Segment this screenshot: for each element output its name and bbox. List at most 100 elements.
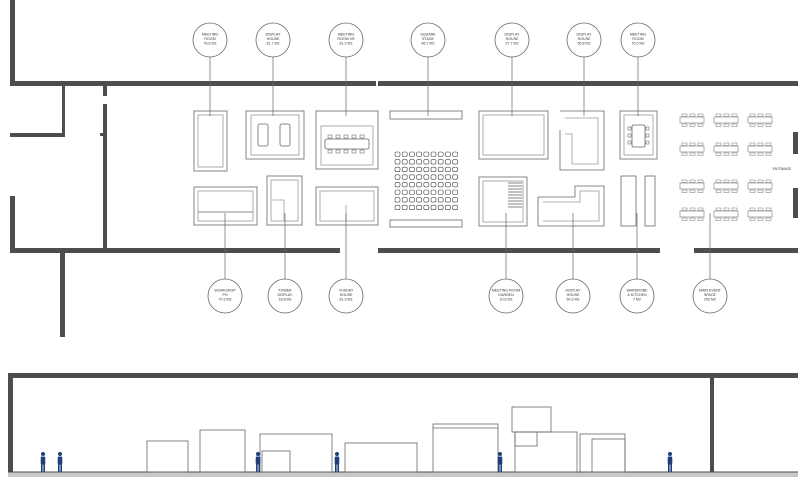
vr-room-chairs (327, 134, 365, 154)
audience-seat (416, 189, 422, 195)
audience-seat (430, 189, 437, 195)
label-circle (620, 22, 656, 58)
event-table (747, 207, 773, 221)
audience-seat (394, 197, 401, 203)
audience-seat (437, 197, 444, 203)
event-table (679, 179, 705, 193)
label-text: ROOM VR (337, 37, 355, 41)
audience-seat (452, 166, 458, 172)
audience-seat (401, 182, 408, 188)
audience-seat (394, 151, 401, 157)
audience-seat (437, 159, 444, 165)
audience-seat (401, 204, 408, 210)
audience-seat (423, 166, 430, 172)
label-text: 60.3 M2 (567, 298, 580, 302)
label-circle (328, 22, 364, 58)
audience-seat (437, 151, 444, 157)
audience-seat (409, 197, 415, 203)
audience-seat (401, 159, 408, 165)
audience-seat (437, 204, 444, 210)
room-meeting-room-garden (478, 176, 528, 227)
label-text: 76.6 M2 (204, 42, 217, 46)
event-tables (679, 113, 773, 221)
room-tower-display (266, 175, 303, 226)
label-text: MAIN EVENT (699, 289, 722, 293)
audience-seat (430, 174, 437, 180)
label-text: 70.0 M2 (632, 42, 645, 46)
event-table (747, 113, 773, 127)
section-volume-7 (511, 406, 552, 433)
audience-seat (416, 151, 422, 157)
event-table (713, 207, 739, 221)
event-table (713, 113, 739, 127)
label-text: DISPLAY (278, 293, 294, 297)
label-text: MEETING ROOM (492, 289, 521, 293)
label-circle (692, 278, 728, 314)
event-table (679, 207, 705, 221)
section-volume-4 (261, 450, 291, 473)
audience-seat (409, 204, 415, 210)
person-figure (255, 452, 261, 472)
building-section (8, 373, 798, 477)
label-text: WARDROBE (626, 289, 648, 293)
room-display-house-2 (478, 110, 549, 160)
audience-seat (445, 189, 451, 195)
event-table (747, 142, 773, 156)
label-text: DISPLAY (566, 289, 582, 293)
person-figure (40, 452, 46, 472)
meeting-room-chairs (627, 126, 650, 145)
label-text: 18.8 M2 (279, 298, 292, 302)
label-text: PH (223, 293, 228, 297)
label-circle (328, 278, 364, 314)
audience-seat (445, 197, 451, 203)
room-wardrobe-kitchen (620, 175, 656, 227)
section-volume-10 (579, 433, 626, 473)
audience-seat (416, 166, 422, 172)
audience-seat (423, 151, 430, 157)
label-text: VUKDAT (339, 289, 354, 293)
label-text: GARDEN (498, 293, 514, 297)
section-volume-3 (259, 433, 333, 473)
event-table (679, 142, 705, 156)
label-text: & KITCHEN (627, 293, 647, 297)
section-volume-8 (514, 431, 578, 473)
person-figure (497, 452, 503, 472)
label-text: SPACE (704, 293, 717, 297)
audience-seat (401, 174, 408, 180)
audience-seat (423, 174, 430, 180)
audience-seat (409, 151, 415, 157)
label-text: WORKSHOP (214, 289, 236, 293)
plan-rooms (193, 110, 658, 228)
room-vukdat-house (315, 186, 379, 226)
label-text: 200 M2 (704, 298, 716, 302)
label-text: ROOM (204, 37, 215, 41)
audience-seat (401, 197, 408, 203)
audience-seat (437, 189, 444, 195)
audience-seat (445, 204, 451, 210)
event-table (679, 113, 705, 127)
audience-seat (437, 174, 444, 180)
section-volume-5 (344, 442, 418, 473)
audience-seat (452, 182, 458, 188)
label-circle (494, 22, 530, 58)
label-circle (255, 22, 291, 58)
label-circle (267, 278, 303, 314)
audience-seat (430, 197, 437, 203)
audience-seat (452, 197, 458, 203)
section-volume-9 (514, 431, 538, 447)
audience-seat (423, 189, 430, 195)
audience-seat (409, 174, 415, 180)
room-square-stage (389, 110, 463, 228)
audience-seat (401, 166, 408, 172)
room-display-house-1 (245, 110, 305, 160)
audience-seating (394, 151, 458, 210)
section-volume-11 (591, 438, 626, 473)
